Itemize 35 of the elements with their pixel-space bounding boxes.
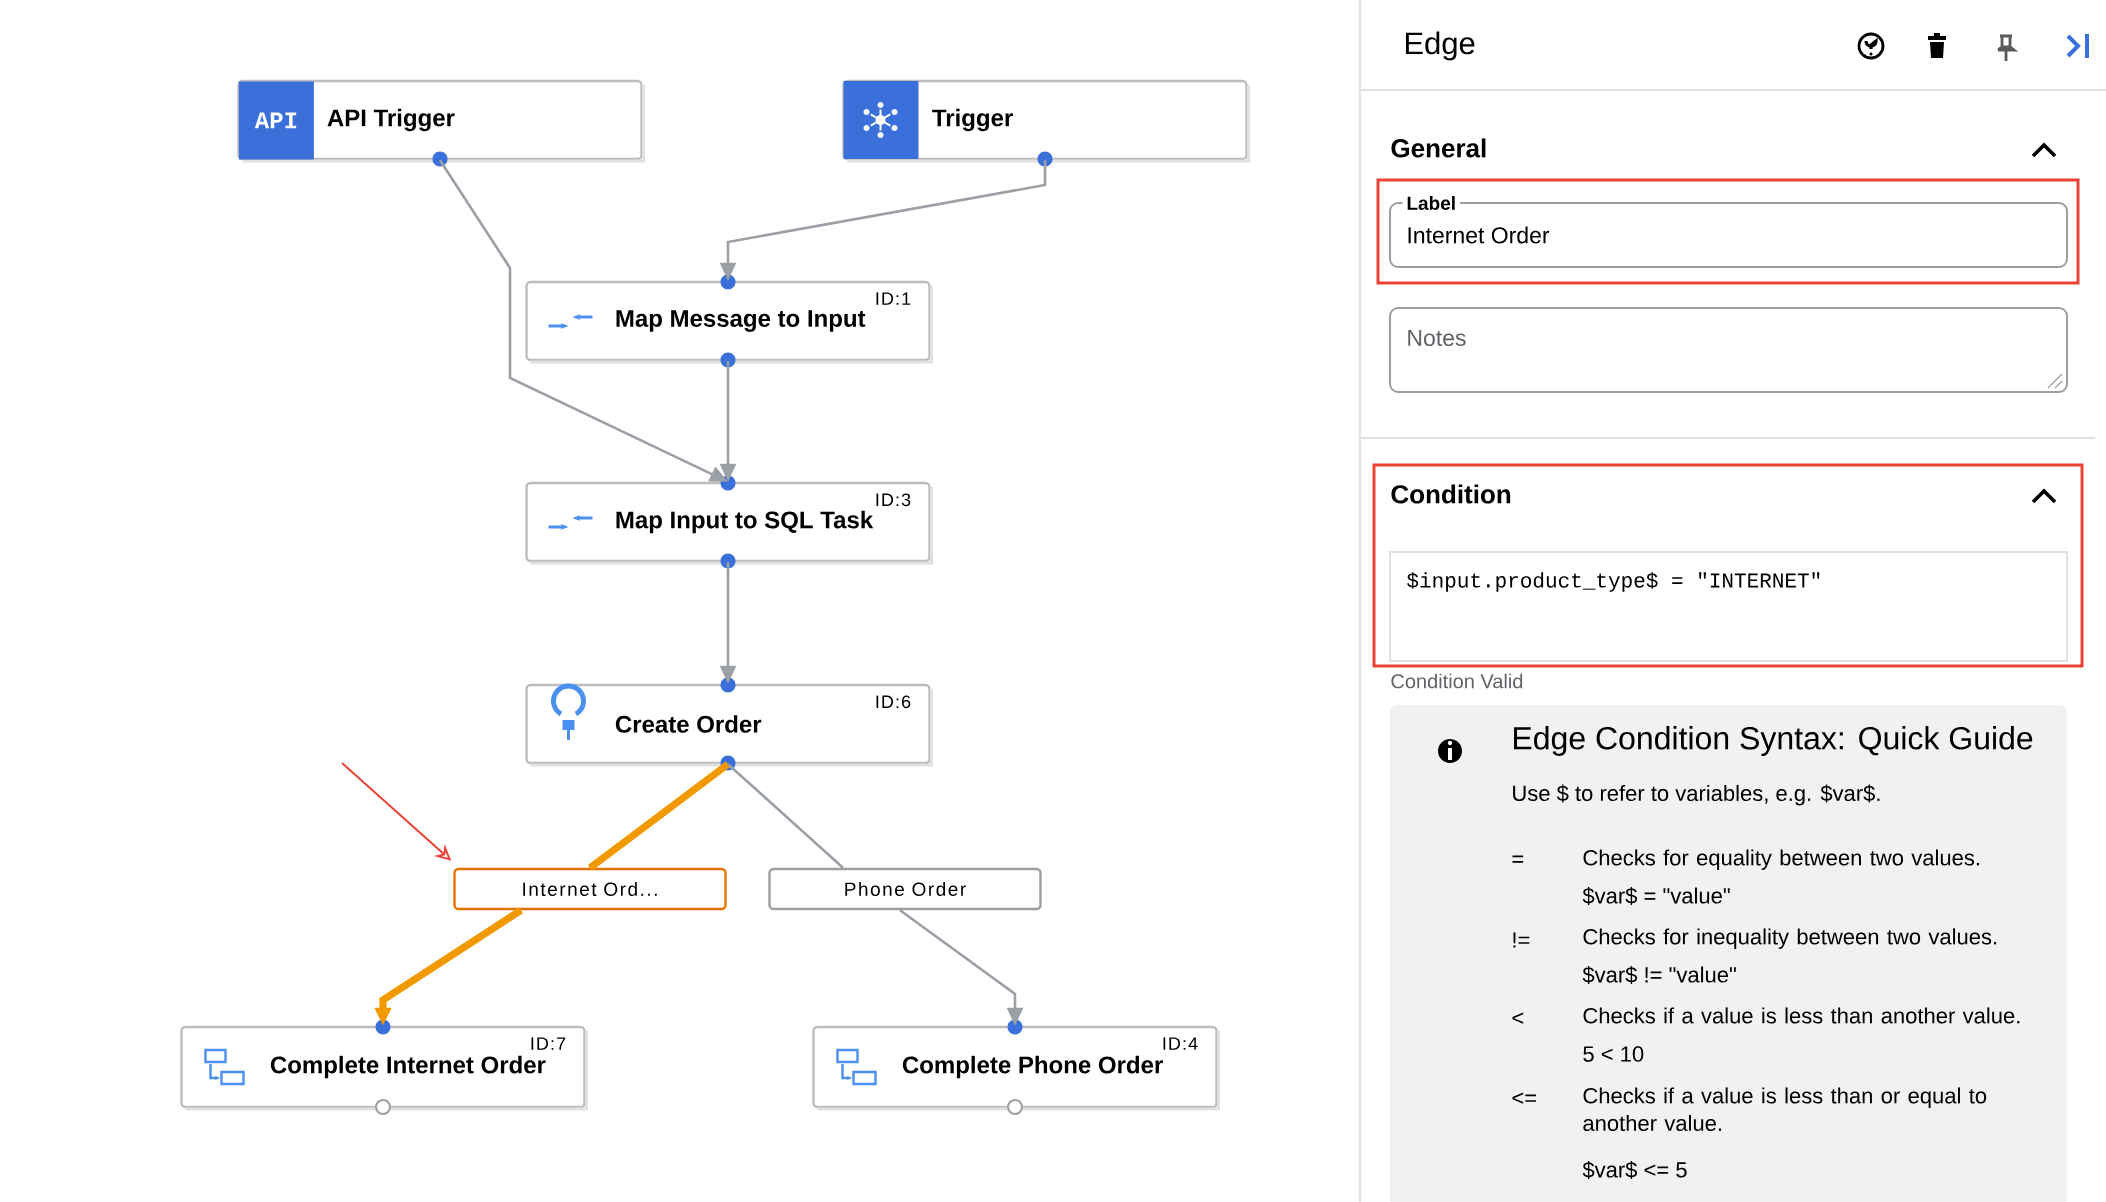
status-text: Condition Valid xyxy=(1391,673,1523,689)
guide-title: Edge Condition Syntax: Quick Guide xyxy=(1514,726,2033,756)
operator-symbol: != xyxy=(1513,932,1530,948)
operator-description: Checks if a value is less than another value. xyxy=(1583,1007,2020,1024)
operator-example: $var$ = "value" xyxy=(1582,887,1730,905)
node-title: Complete Phone Order xyxy=(902,1055,1163,1079)
id-tag: ID:3 xyxy=(876,493,911,507)
section-heading: Condition xyxy=(1391,484,1511,504)
operator-symbol: = xyxy=(1512,855,1524,863)
section-heading: General xyxy=(1391,138,1486,158)
operator-description: Checks for inequality between two values. xyxy=(1583,928,1997,949)
id-tag: ID:6 xyxy=(876,695,911,709)
operator-description: Checks if a value is less than or equal to another value. xyxy=(1583,1087,1987,1132)
node-title: Trigger xyxy=(932,108,1013,132)
node-title: Complete Internet Order xyxy=(270,1055,546,1079)
node-title: Create Order xyxy=(615,715,762,733)
operator-example: $var$ != "value" xyxy=(1582,966,1736,984)
operator-example: 5 < 10 xyxy=(1583,1046,1644,1062)
guide-text: Use $ to refer to variables, e.g. $var$. xyxy=(1513,784,1880,806)
notes-field: Notes xyxy=(1389,307,2068,393)
id-tag: ID:4 xyxy=(1163,1037,1198,1050)
node-title: Map Message to Input xyxy=(616,310,866,332)
operator-description: Checks for equality between two values. xyxy=(1583,849,1979,870)
id-tag: ID:1 xyxy=(876,292,911,305)
operator-symbol: <= xyxy=(1512,1092,1536,1104)
operator-symbol: < xyxy=(1512,1012,1524,1024)
edge-label-box: Phone Order xyxy=(768,867,1042,911)
code-field: $input.product_type$ = "INTERNET" xyxy=(1389,551,2068,662)
node-title: API Trigger xyxy=(327,108,455,132)
id-tag: ID:7 xyxy=(531,1037,566,1050)
panel-title: Edge xyxy=(1405,31,1475,61)
edge-label-box: Internet Ord... xyxy=(453,867,727,911)
node-title: Map Input to SQL Task xyxy=(616,510,874,534)
text-field: Label Internet Order xyxy=(1389,196,2068,268)
operator-example: $var$ <= 5 xyxy=(1582,1161,1687,1179)
